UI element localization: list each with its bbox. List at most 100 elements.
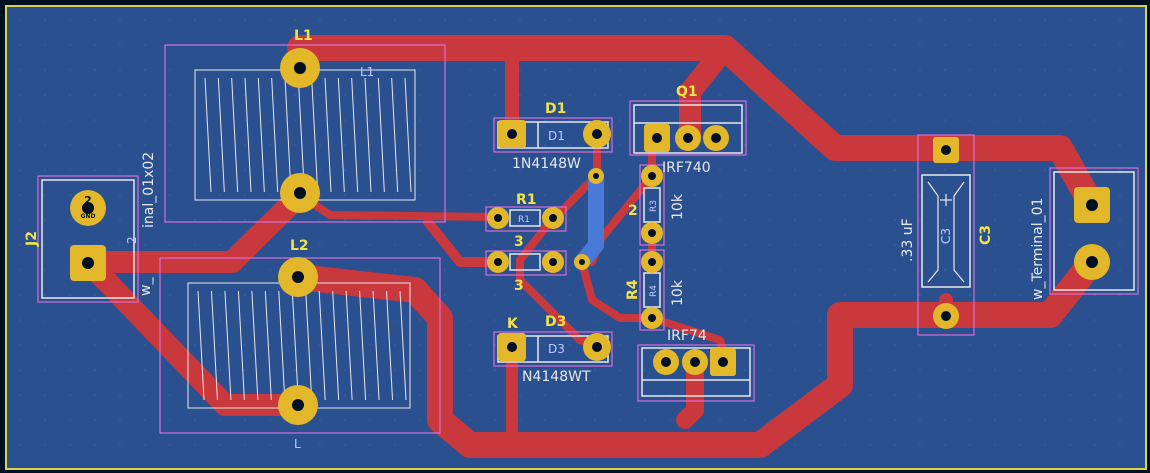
grid-dot bbox=[244, 169, 246, 171]
grid-dot bbox=[344, 219, 346, 221]
grid-dot bbox=[519, 69, 521, 71]
grid-dot bbox=[944, 244, 946, 246]
grid-dot bbox=[319, 94, 321, 96]
grid-dot bbox=[1019, 44, 1021, 46]
grid-dot bbox=[969, 69, 971, 71]
grid-dot bbox=[369, 269, 371, 271]
grid-dot bbox=[669, 269, 671, 271]
grid-dot bbox=[619, 294, 621, 296]
grid-dot bbox=[1069, 119, 1071, 121]
grid-dot bbox=[944, 19, 946, 21]
grid-dot bbox=[819, 294, 821, 296]
grid-dot bbox=[1119, 94, 1121, 96]
grid-dot bbox=[569, 319, 571, 321]
j2-value: inal_01x02 bbox=[141, 152, 157, 228]
grid-dot bbox=[119, 194, 121, 196]
grid-dot bbox=[94, 344, 96, 346]
grid-dot bbox=[794, 44, 796, 46]
jright-pad-2-hole bbox=[1086, 256, 1098, 268]
grid-dot bbox=[944, 219, 946, 221]
grid-dot bbox=[769, 194, 771, 196]
grid-dot bbox=[794, 19, 796, 21]
j2-pad2-net: GND bbox=[81, 213, 96, 220]
grid-dot bbox=[369, 394, 371, 396]
r3-fab: R3 bbox=[649, 200, 659, 212]
grid-dot bbox=[344, 94, 346, 96]
grid-dot bbox=[194, 219, 196, 221]
grid-dot bbox=[794, 319, 796, 321]
grid-dot bbox=[919, 244, 921, 246]
grid-dot bbox=[919, 269, 921, 271]
grid-dot bbox=[1094, 169, 1096, 171]
grid-dot bbox=[169, 419, 171, 421]
grid-dot bbox=[169, 294, 171, 296]
grid-dot bbox=[119, 444, 121, 446]
grid-dot bbox=[919, 69, 921, 71]
grid-dot bbox=[369, 244, 371, 246]
d1-ref: D1 bbox=[545, 101, 566, 117]
pads bbox=[70, 48, 1110, 425]
c3-value: .33 uF bbox=[900, 218, 916, 262]
grid-dot bbox=[219, 194, 221, 196]
grid-dot bbox=[119, 344, 121, 346]
grid-dot bbox=[594, 19, 596, 21]
grid-dot bbox=[69, 319, 71, 321]
grid-dot bbox=[819, 444, 821, 446]
grid-dot bbox=[819, 169, 821, 171]
grid-dot bbox=[44, 244, 46, 246]
grid-dot bbox=[44, 94, 46, 96]
grid-dot bbox=[469, 294, 471, 296]
grid-dot bbox=[894, 244, 896, 246]
via-2-hole bbox=[579, 259, 585, 265]
grid-dot bbox=[994, 119, 996, 121]
grid-dot bbox=[594, 394, 596, 396]
grid-dot bbox=[1069, 19, 1071, 21]
hatch-line bbox=[364, 77, 372, 193]
grid-dot bbox=[344, 119, 346, 121]
grid-dot bbox=[694, 269, 696, 271]
grid-dot bbox=[369, 444, 371, 446]
grid-dot bbox=[319, 19, 321, 21]
grid-dot bbox=[294, 244, 296, 246]
hatch-line bbox=[251, 290, 259, 401]
grid-dot bbox=[144, 294, 146, 296]
grid-dot bbox=[769, 244, 771, 246]
r4-courtyard bbox=[639, 249, 665, 331]
grid-dot bbox=[969, 94, 971, 96]
j2-pad2-num: 2 bbox=[84, 194, 92, 207]
c3-fab: C3 bbox=[939, 228, 953, 244]
grid-dot bbox=[169, 194, 171, 196]
grid-dot bbox=[469, 369, 471, 371]
c3-ref: C3 bbox=[978, 225, 994, 245]
grid-dot bbox=[394, 94, 396, 96]
grid-dot bbox=[719, 294, 721, 296]
grid-dot bbox=[769, 119, 771, 121]
hatch-line bbox=[345, 290, 353, 401]
hatch-line bbox=[257, 77, 265, 193]
l2-pad-2-hole bbox=[292, 399, 304, 411]
grid-dot bbox=[219, 294, 221, 296]
grid-dot bbox=[544, 144, 546, 146]
labels: L1 L2 D1 D3 K Q1 R1 3 3 2 R4 J2 C3 bbox=[24, 28, 994, 332]
grid-dot bbox=[119, 369, 121, 371]
grid-dot bbox=[369, 344, 371, 346]
grid-dot bbox=[519, 394, 521, 396]
grid-dot bbox=[619, 69, 621, 71]
grid-dot bbox=[194, 419, 196, 421]
j2-pad1-num: 1 bbox=[83, 257, 92, 272]
grid-dot bbox=[494, 319, 496, 321]
q1-courtyard bbox=[629, 100, 747, 156]
hatch-line bbox=[278, 290, 286, 401]
grid-dot bbox=[119, 419, 121, 421]
grid-dot bbox=[144, 44, 146, 46]
grid-dot bbox=[494, 69, 496, 71]
grid-dot bbox=[844, 119, 846, 121]
grid-dot bbox=[319, 344, 321, 346]
grid-dot bbox=[769, 294, 771, 296]
grid-dot bbox=[44, 419, 46, 421]
grid-dot bbox=[1119, 369, 1121, 371]
grid-dot bbox=[719, 269, 721, 271]
grid-dot bbox=[469, 344, 471, 346]
grid-dot bbox=[1094, 19, 1096, 21]
